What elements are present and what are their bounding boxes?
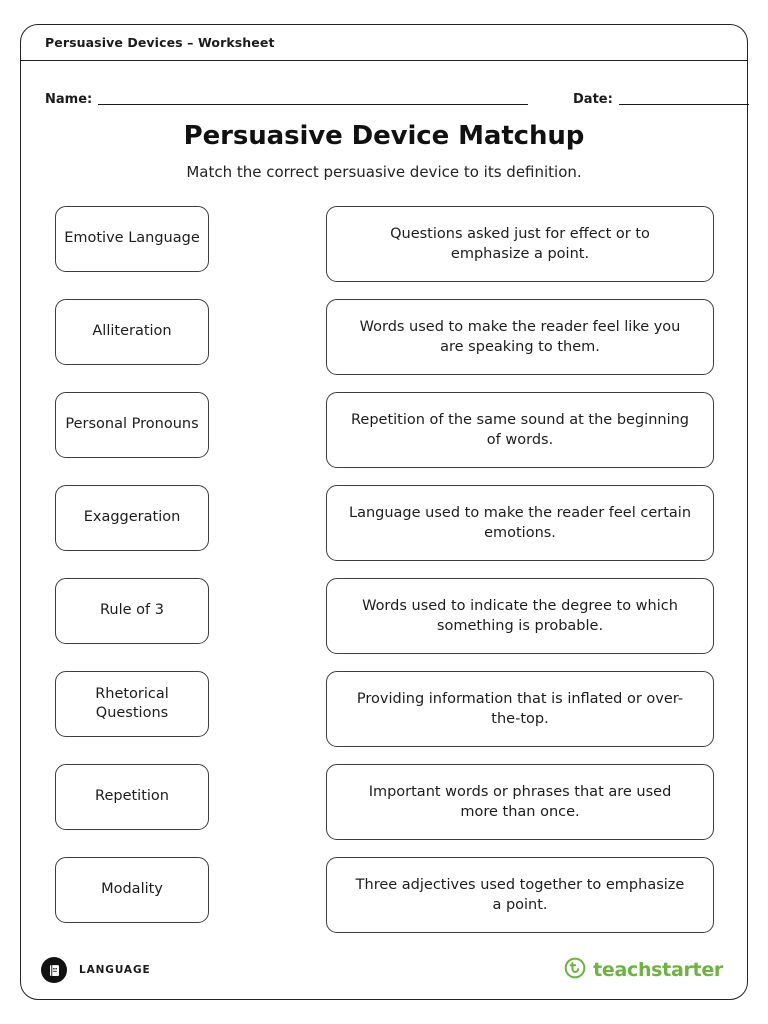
device-card[interactable]: Modality — [55, 857, 209, 923]
brand-name: teachstarter — [593, 958, 723, 981]
definitions-column: Questions asked just for effect or to em… — [326, 206, 714, 950]
device-card[interactable]: Alliteration — [55, 299, 209, 365]
matching-activity: Emotive Language Alliteration Personal P… — [21, 206, 747, 946]
device-card[interactable]: Repetition — [55, 764, 209, 830]
name-input-line[interactable] — [98, 104, 529, 105]
page-title: Persuasive Device Matchup — [183, 121, 585, 151]
devices-column: Emotive Language Alliteration Personal P… — [55, 206, 209, 950]
page-subtitle: Match the correct persuasive device to i… — [186, 163, 582, 182]
name-label: Name: — [45, 92, 93, 107]
title-block: Persuasive Device Matchup Match the corr… — [21, 121, 747, 183]
student-fields-row: Name: Date: — [21, 61, 749, 113]
definition-card[interactable]: Providing information that is inflated o… — [326, 671, 714, 747]
teachstarter-logo-icon — [564, 957, 586, 983]
device-card[interactable]: Emotive Language — [55, 206, 209, 272]
definition-card[interactable]: Words used to indicate the degree to whi… — [326, 578, 714, 654]
subject-tag: LANGUAGE — [41, 957, 151, 983]
date-input-line[interactable] — [618, 104, 749, 105]
device-card[interactable]: Exaggeration — [55, 485, 209, 551]
worksheet-sheet: Persuasive Devices – Worksheet Name: Dat… — [20, 24, 749, 1000]
date-label: Date: — [573, 92, 613, 107]
subject-label: LANGUAGE — [79, 964, 151, 976]
device-card[interactable]: Rhetorical Questions — [55, 671, 209, 737]
device-card[interactable]: Personal Pronouns — [55, 392, 209, 458]
definition-card[interactable]: Repetition of the same sound at the begi… — [326, 392, 714, 468]
definition-card[interactable]: Important words or phrases that are used… — [326, 764, 714, 840]
device-card[interactable]: Rule of 3 — [55, 578, 209, 644]
definition-card[interactable]: Questions asked just for effect or to em… — [326, 206, 714, 282]
brand-logo: teachstarter — [564, 957, 723, 983]
book-icon — [41, 957, 67, 983]
worksheet-footer: LANGUAGE teachstarter — [21, 935, 747, 999]
date-field[interactable]: Date: — [573, 87, 749, 107]
name-field[interactable]: Name: — [45, 87, 529, 107]
worksheet-header: Persuasive Devices – Worksheet — [21, 25, 747, 61]
definition-card[interactable]: Three adjectives used together to emphas… — [326, 857, 714, 933]
document-title: Persuasive Devices – Worksheet — [45, 35, 275, 50]
definition-card[interactable]: Words used to make the reader feel like … — [326, 299, 714, 375]
definition-card[interactable]: Language used to make the reader feel ce… — [326, 485, 714, 561]
